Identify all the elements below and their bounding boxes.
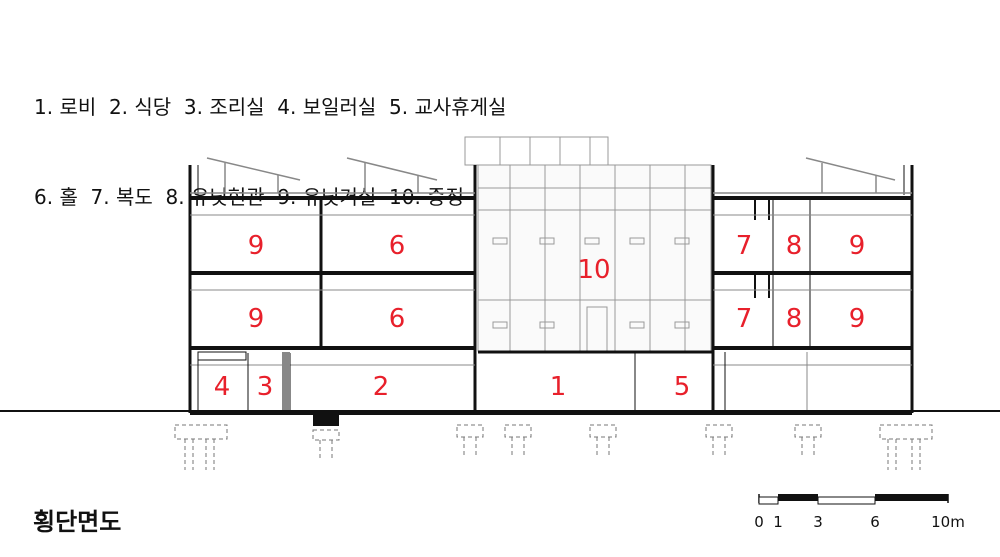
courtyard-volume xyxy=(464,136,712,352)
room-label: 3 xyxy=(257,372,274,402)
room-label: 7 xyxy=(736,231,753,261)
room-label: 9 xyxy=(849,304,866,334)
room-label: 2 xyxy=(373,372,390,402)
room-label: 9 xyxy=(248,231,265,261)
room-label: 7 xyxy=(736,304,753,334)
roof-solar-panels xyxy=(190,157,912,194)
room-label: 1 xyxy=(550,372,567,402)
room-label: 9 xyxy=(248,304,265,334)
scale-label: 3 xyxy=(813,513,823,531)
room-label: 8 xyxy=(786,304,803,334)
scale-label: 10m xyxy=(931,513,965,531)
room-label: 5 xyxy=(674,372,691,402)
right-wing xyxy=(711,165,914,413)
room-label: 8 xyxy=(786,231,803,261)
room-label: 10 xyxy=(577,255,610,285)
room-label: 6 xyxy=(389,231,406,261)
room-label: 6 xyxy=(389,304,406,334)
room-label: 9 xyxy=(849,231,866,261)
scale-bar: 0 1 3 6 10m xyxy=(754,494,965,531)
scale-label: 0 xyxy=(754,513,764,531)
ground-floor xyxy=(190,350,912,426)
room-legend: 1. 로비 2. 식당 3. 조리실 4. 보일러실 5. 교사휴게실 6. 홀… xyxy=(34,32,506,242)
drawing-title: 횡단면도 xyxy=(33,508,122,536)
scale-label: 1 xyxy=(773,513,783,531)
legend-line-1: 1. 로비 2. 식당 3. 조리실 4. 보일러실 5. 교사휴게실 xyxy=(34,95,507,119)
room-labels: 9 6 10 7 8 9 9 6 7 8 9 4 3 2 1 5 xyxy=(214,231,866,402)
scale-label: 6 xyxy=(870,513,880,531)
foundation-piles xyxy=(174,424,933,470)
room-label: 4 xyxy=(214,372,231,402)
left-wing xyxy=(188,165,477,413)
